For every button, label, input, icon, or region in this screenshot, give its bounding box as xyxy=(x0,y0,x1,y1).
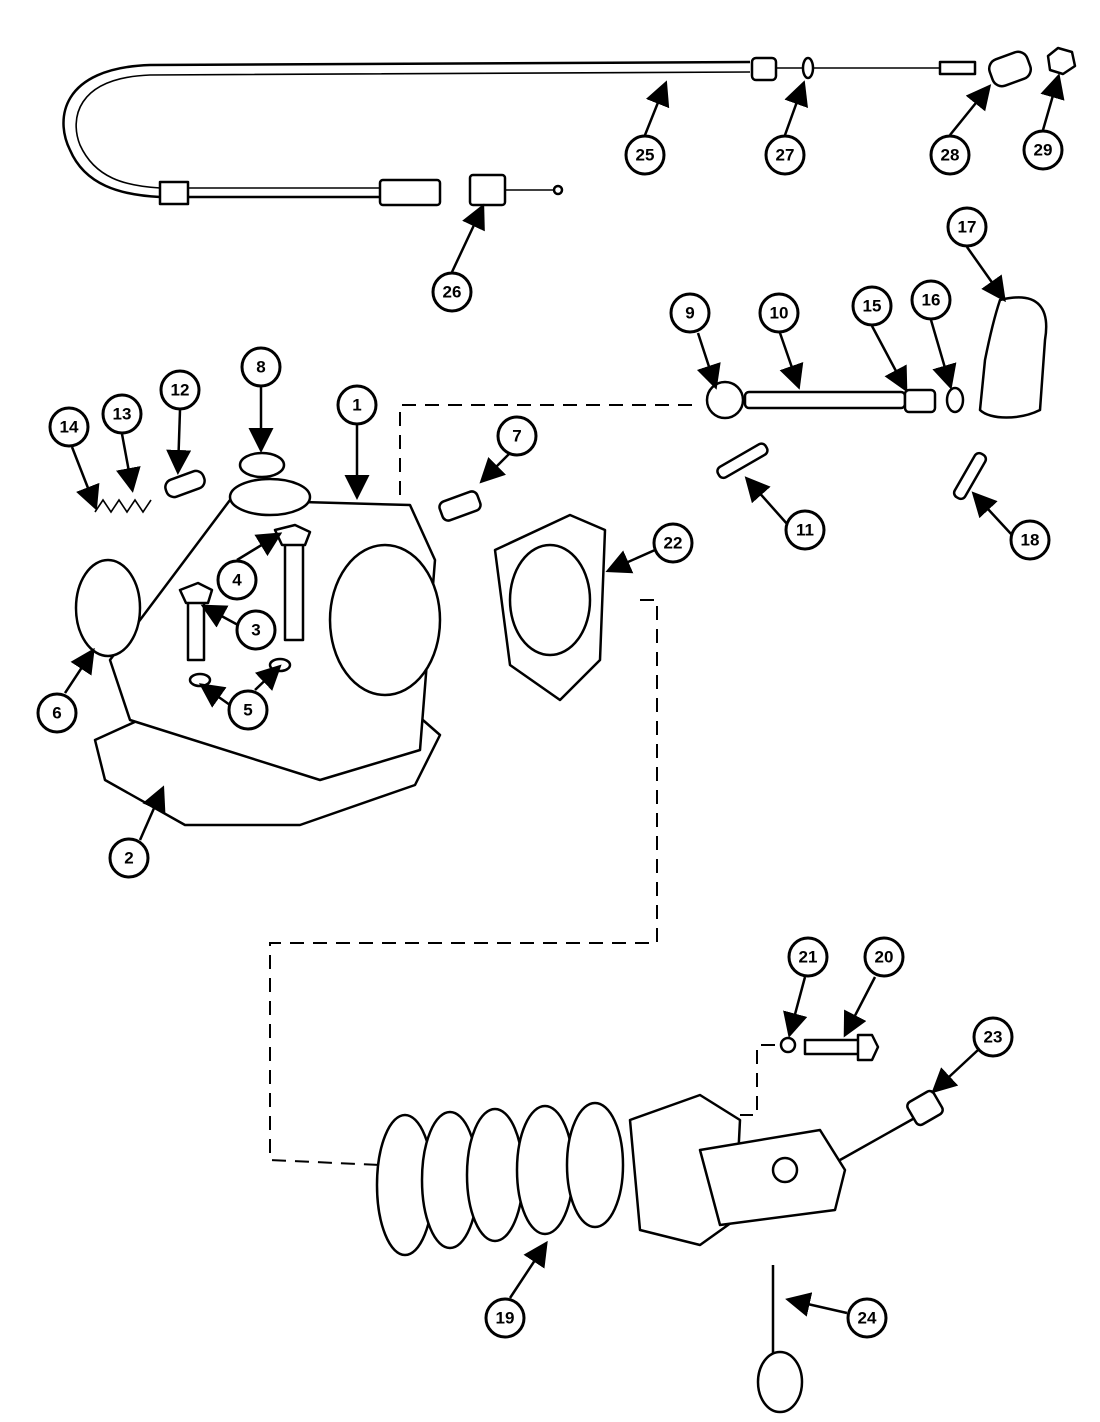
callout-label: 15 xyxy=(863,297,882,316)
shaft-assembly xyxy=(705,296,1048,501)
callout-label: 18 xyxy=(1021,531,1040,550)
control-cable xyxy=(62,46,1077,207)
callout-label: 9 xyxy=(685,304,694,323)
callout-label: 28 xyxy=(941,146,960,165)
housing xyxy=(74,451,482,827)
callout-label: 13 xyxy=(113,405,132,424)
leader-lines xyxy=(63,73,1065,1317)
callout-15: 15 xyxy=(851,285,893,327)
gasket xyxy=(493,513,607,702)
callout-13: 13 xyxy=(101,393,143,435)
alignment-line xyxy=(269,599,658,1166)
callout-label: 16 xyxy=(922,291,941,310)
callout-label: 11 xyxy=(796,521,814,540)
callout-29: 29 xyxy=(1022,129,1064,171)
callout-label: 2 xyxy=(124,849,133,868)
callout-19: 19 xyxy=(484,1297,526,1339)
callout-24: 24 xyxy=(846,1297,888,1339)
callout-11: 11 xyxy=(784,509,826,551)
callout-17: 17 xyxy=(946,206,988,248)
callout-label: 29 xyxy=(1034,141,1053,160)
callout-1: 1 xyxy=(336,384,378,426)
callout-26: 26 xyxy=(431,271,473,313)
callout-7: 7 xyxy=(496,415,538,457)
callout-3: 3 xyxy=(235,609,277,651)
callout-label: 27 xyxy=(776,146,795,165)
callout-label: 8 xyxy=(256,358,265,377)
callout-label: 14 xyxy=(60,418,79,437)
callout-25: 25 xyxy=(624,134,666,176)
callout-label: 5 xyxy=(243,701,252,720)
callout-20: 20 xyxy=(863,936,905,978)
alignment-line xyxy=(740,1044,775,1116)
callout-10: 10 xyxy=(758,292,800,334)
callout-label: 25 xyxy=(636,146,655,165)
lower-assembly xyxy=(375,1033,944,1414)
callout-27: 27 xyxy=(764,134,806,176)
callout-label: 22 xyxy=(664,534,683,553)
callout-label: 1 xyxy=(352,396,361,415)
callout-5: 5 xyxy=(227,689,269,731)
callout-label: 17 xyxy=(958,218,977,237)
callout-12: 12 xyxy=(159,369,201,411)
callout-label: 24 xyxy=(858,1309,877,1328)
callout-label: 4 xyxy=(232,571,242,590)
callout-label: 26 xyxy=(443,283,462,302)
callout-4: 4 xyxy=(216,559,258,601)
callout-9: 9 xyxy=(669,292,711,334)
callout-label: 3 xyxy=(251,621,260,640)
callout-21: 21 xyxy=(787,936,829,978)
alignment-line xyxy=(399,404,695,495)
callout-28: 28 xyxy=(929,134,971,176)
callout-18: 18 xyxy=(1009,519,1051,561)
callout-23: 23 xyxy=(972,1016,1014,1058)
callout-label: 6 xyxy=(52,704,61,723)
callout-16: 16 xyxy=(910,279,952,321)
callout-2: 2 xyxy=(108,837,150,879)
callout-label: 21 xyxy=(799,948,818,967)
callout-8: 8 xyxy=(240,346,282,388)
callout-label: 10 xyxy=(770,304,789,323)
callout-22: 22 xyxy=(652,522,694,564)
callout-label: 12 xyxy=(171,381,190,400)
callout-14: 14 xyxy=(48,406,90,448)
callout-label: 19 xyxy=(496,1309,515,1328)
callout-label: 23 xyxy=(984,1028,1003,1047)
callout-6: 6 xyxy=(36,692,78,734)
callout-label: 7 xyxy=(512,427,521,446)
callout-label: 20 xyxy=(875,948,894,967)
